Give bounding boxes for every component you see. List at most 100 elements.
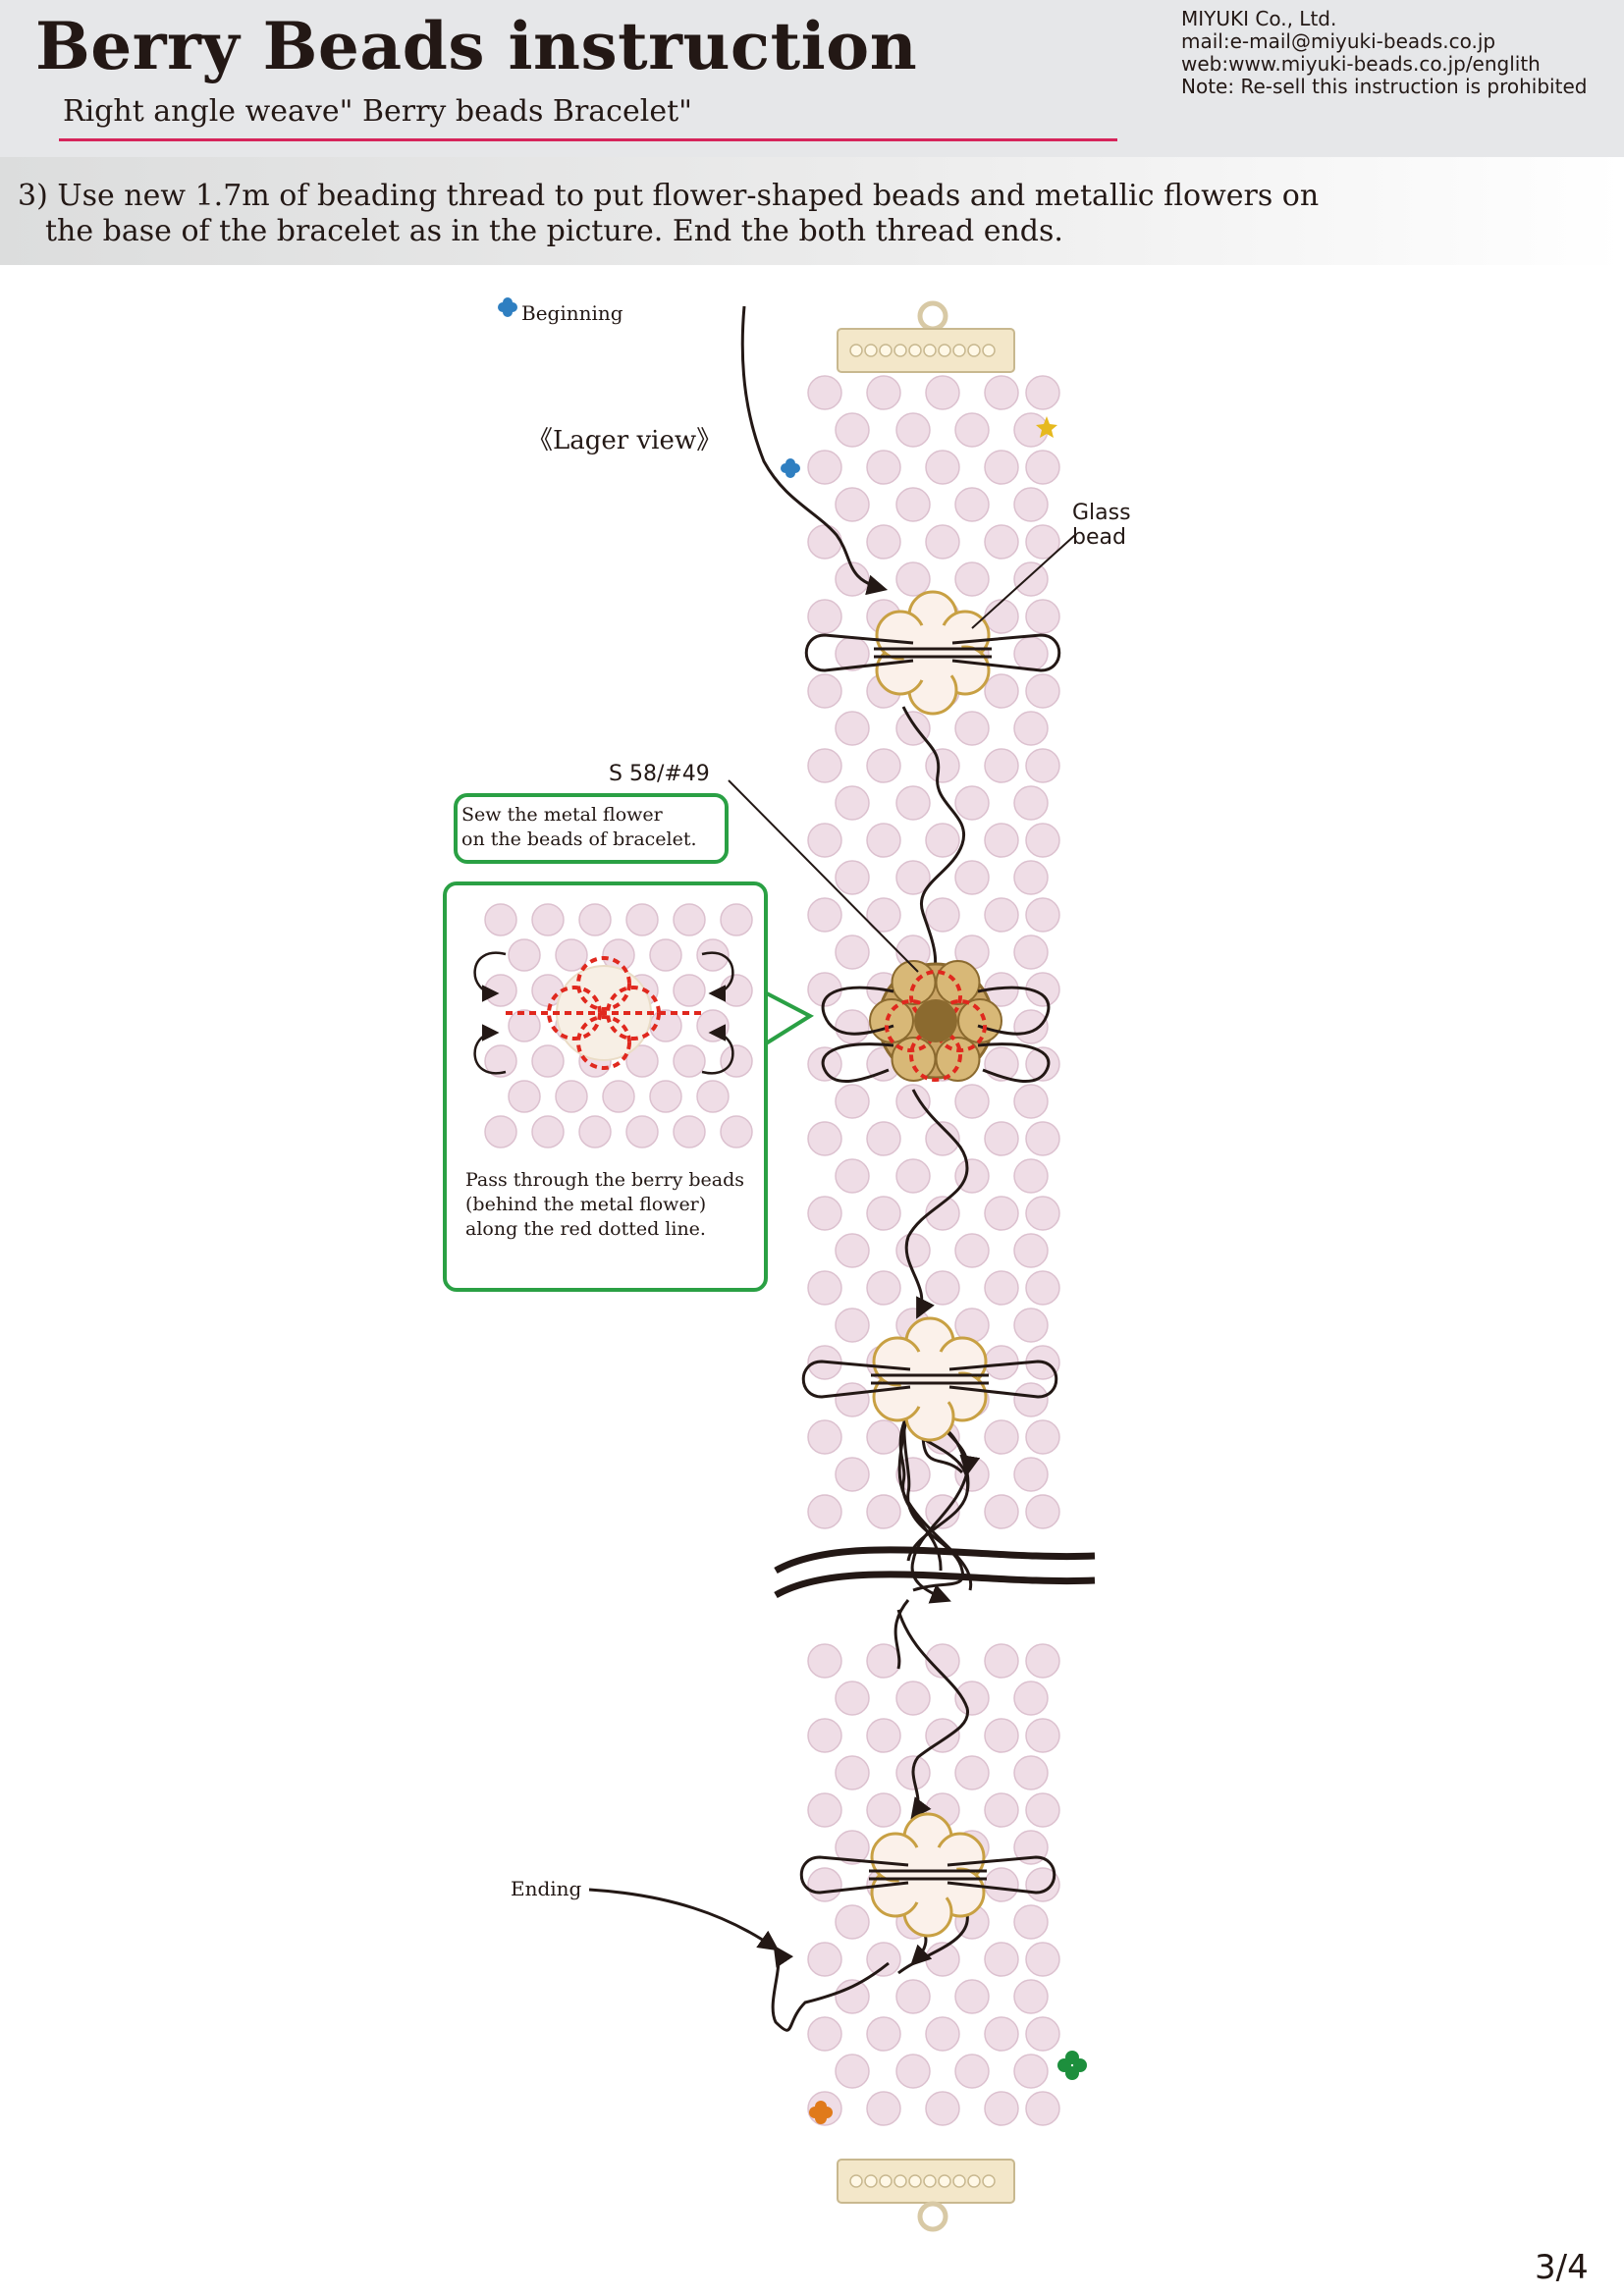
berry-bead [807, 1494, 842, 1529]
berry-bead [895, 2054, 931, 2089]
berry-bead [807, 673, 842, 709]
step-line-1: 3) Use new 1.7m of beading thread to put… [18, 179, 1320, 213]
berry-bead [925, 450, 960, 485]
berry-bead [807, 897, 842, 933]
company-info: MIYUKI Co., Ltd. mail:e-mail@miyuki-bead… [1181, 8, 1587, 98]
berry-bead [954, 1755, 990, 1790]
berry-bead [1013, 636, 1049, 671]
company-name: MIYUKI Co., Ltd. [1181, 7, 1337, 30]
berry-bead [954, 860, 990, 895]
berry-bead [925, 2091, 960, 2126]
berry-bead [954, 785, 990, 821]
berry-bead [925, 1196, 960, 1231]
berry-bead [807, 1046, 842, 1082]
berry-bead [866, 1718, 901, 1753]
company-note: Note: Re-sell this instruction is prohib… [1181, 75, 1588, 98]
berry-bead [835, 1308, 870, 1343]
step-line-2: the base of the bracelet as in the pictu… [45, 214, 1063, 248]
company-mail[interactable]: mail:e-mail@miyuki-beads.co.jp [1181, 29, 1496, 53]
berry-bead [895, 785, 931, 821]
berry-bead [1013, 1755, 1049, 1790]
orange-flower-icon [809, 2101, 833, 2124]
berry-bead [954, 1084, 990, 1119]
step-instruction: 3) Use new 1.7m of beading thread to put… [18, 179, 1319, 249]
berry-bead [835, 1233, 870, 1268]
berry-bead [984, 1196, 1019, 1231]
berry-bead [866, 1419, 901, 1455]
berry-bead [866, 2091, 901, 2126]
berry-bead [866, 823, 901, 858]
company-web[interactable]: web:www.miyuki-beads.co.jp/englith [1181, 52, 1541, 76]
berry-bead [807, 1121, 842, 1156]
pass-note-line-1: Pass through the berry beads [465, 1169, 745, 1191]
berry-bead [895, 1681, 931, 1716]
berry-bead [807, 1270, 842, 1306]
berry-bead [835, 1979, 870, 2014]
berry-bead [1013, 1158, 1049, 1194]
berry-bead [835, 785, 870, 821]
berry-bead [866, 748, 901, 783]
top-clasp [837, 300, 1015, 373]
berry-bead [954, 1233, 990, 1268]
berry-bead [807, 1942, 842, 1977]
berry-bead [835, 1084, 870, 1119]
berry-bead [984, 1494, 1019, 1529]
berry-bead [984, 823, 1019, 858]
berry-bead [1013, 1084, 1049, 1119]
page-title: Berry Beads instruction [35, 8, 918, 84]
berry-bead [866, 1270, 901, 1306]
berry-bead [807, 1792, 842, 1828]
larger-view-label: 《Lager view》 [527, 426, 723, 455]
berry-bead [895, 1233, 931, 1268]
thread-path [588, 305, 981, 2032]
glass-flower-bead-3 [799, 1812, 1056, 1938]
berry-bead [1025, 823, 1060, 858]
berry-bead [1013, 1009, 1049, 1044]
berry-bead [1025, 1718, 1060, 1753]
berry-bead [866, 450, 901, 485]
berry-bead [925, 1121, 960, 1156]
sew-note-callout [454, 793, 729, 864]
berry-bead [866, 1942, 901, 1977]
berry-bead [866, 375, 901, 410]
berry-bead [1025, 748, 1060, 783]
berry-bead [895, 1158, 931, 1194]
berry-bead [925, 823, 960, 858]
pass-note-line-2: (behind the metal flower) [465, 1194, 707, 1215]
glass-bead-label: Glass bead [1072, 501, 1131, 550]
berry-bead [895, 1084, 931, 1119]
berry-bead [1013, 934, 1049, 970]
berry-bead [954, 487, 990, 522]
star-icon [1036, 416, 1057, 438]
berry-bead [835, 1382, 870, 1417]
berry-bead [807, 524, 842, 560]
berry-bead [895, 561, 931, 597]
berry-bead [954, 1681, 990, 1716]
berry-bead [835, 934, 870, 970]
berry-bead [1025, 1643, 1060, 1679]
berry-bead [984, 748, 1019, 783]
glass-bead-leader-line [971, 534, 1076, 629]
berry-bead [954, 2054, 990, 2089]
berry-bead [1013, 1457, 1049, 1492]
break-mark [774, 1546, 1096, 1599]
berry-bead [1013, 785, 1049, 821]
bottom-clasp [837, 2159, 1015, 2232]
berry-bead [835, 2054, 870, 2089]
berry-bead [1025, 450, 1060, 485]
berry-bead [835, 1904, 870, 1940]
berry-bead [1013, 561, 1049, 597]
sew-note-line-2: on the beads of bracelet. [461, 828, 697, 850]
berry-bead [984, 1718, 1019, 1753]
berry-bead [895, 1979, 931, 2014]
berry-bead [895, 1457, 931, 1492]
berry-bead [1013, 1979, 1049, 2014]
berry-bead [984, 1643, 1019, 1679]
berry-bead [835, 860, 870, 895]
berry-bead [866, 1643, 901, 1679]
berry-bead [1013, 2054, 1049, 2089]
callout-pointer [761, 988, 815, 1049]
berry-bead [835, 711, 870, 746]
berry-bead [835, 1158, 870, 1194]
berry-bead [984, 1270, 1019, 1306]
